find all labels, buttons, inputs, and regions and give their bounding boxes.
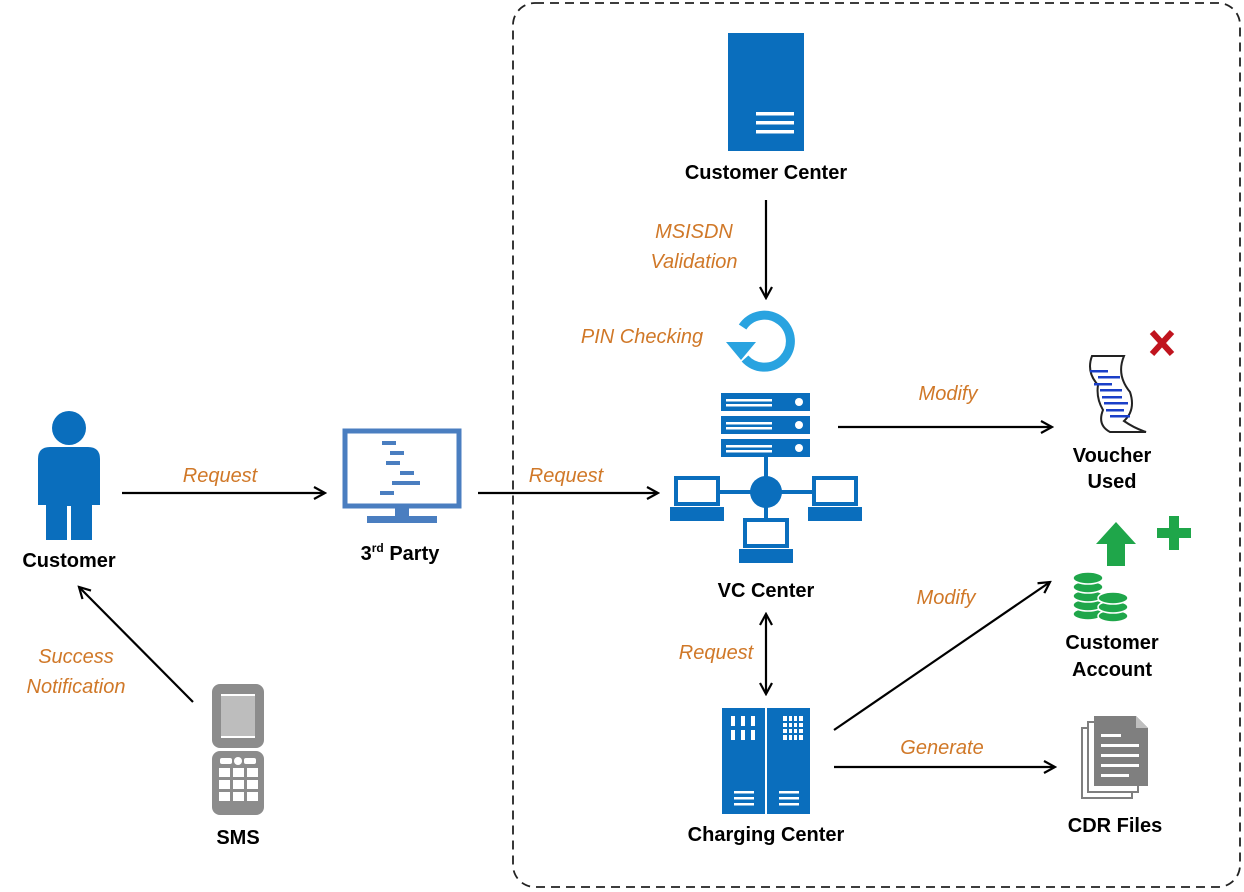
request-charging-label: Request — [679, 642, 755, 664]
msisdn-label: MSISDN — [655, 221, 733, 243]
third-party-label: 3rd Party — [361, 541, 441, 565]
success-label: Success — [38, 646, 114, 668]
document-stack-icon — [1081, 716, 1148, 799]
validation-label: Validation — [650, 251, 737, 273]
success-notification-arrow — [79, 587, 194, 703]
notification-label: Notification — [27, 676, 126, 698]
x-mark-icon — [1149, 329, 1175, 357]
pin-checking-label: PIN Checking — [581, 326, 703, 348]
server-rack-icon — [722, 708, 810, 814]
modify-voucher-label: Modify — [919, 383, 979, 405]
customer-center-label: Customer Center — [685, 162, 847, 184]
coins-up-arrow-icon — [1072, 522, 1136, 623]
modify-account-label: Modify — [917, 587, 977, 609]
voucher-label-line2: Used — [1088, 471, 1137, 493]
monitor-icon — [342, 428, 462, 523]
cdr-files-label: CDR Files — [1068, 815, 1162, 837]
generate-label: Generate — [900, 737, 983, 759]
refresh-icon — [726, 310, 795, 372]
plus-icon — [1157, 516, 1191, 550]
request-vc-label: Request — [529, 465, 605, 487]
modify-account-arrow — [833, 582, 1050, 731]
request-customer-label: Request — [183, 465, 259, 487]
server-tower-icon — [728, 33, 804, 151]
customer-account-label-line2: Account — [1072, 659, 1152, 681]
charging-center-label: Charging Center — [688, 824, 845, 846]
customer-account-label-line1: Customer — [1065, 632, 1159, 654]
customer-label: Customer — [22, 550, 116, 572]
person-icon — [38, 411, 100, 540]
receipt-scroll-icon — [1089, 355, 1147, 433]
sms-label: SMS — [216, 827, 259, 849]
vc-center-label: VC Center — [718, 580, 815, 602]
voucher-label-line1: Voucher — [1073, 445, 1152, 467]
mobile-phone-icon — [212, 684, 264, 815]
server-network-icon — [670, 393, 862, 563]
